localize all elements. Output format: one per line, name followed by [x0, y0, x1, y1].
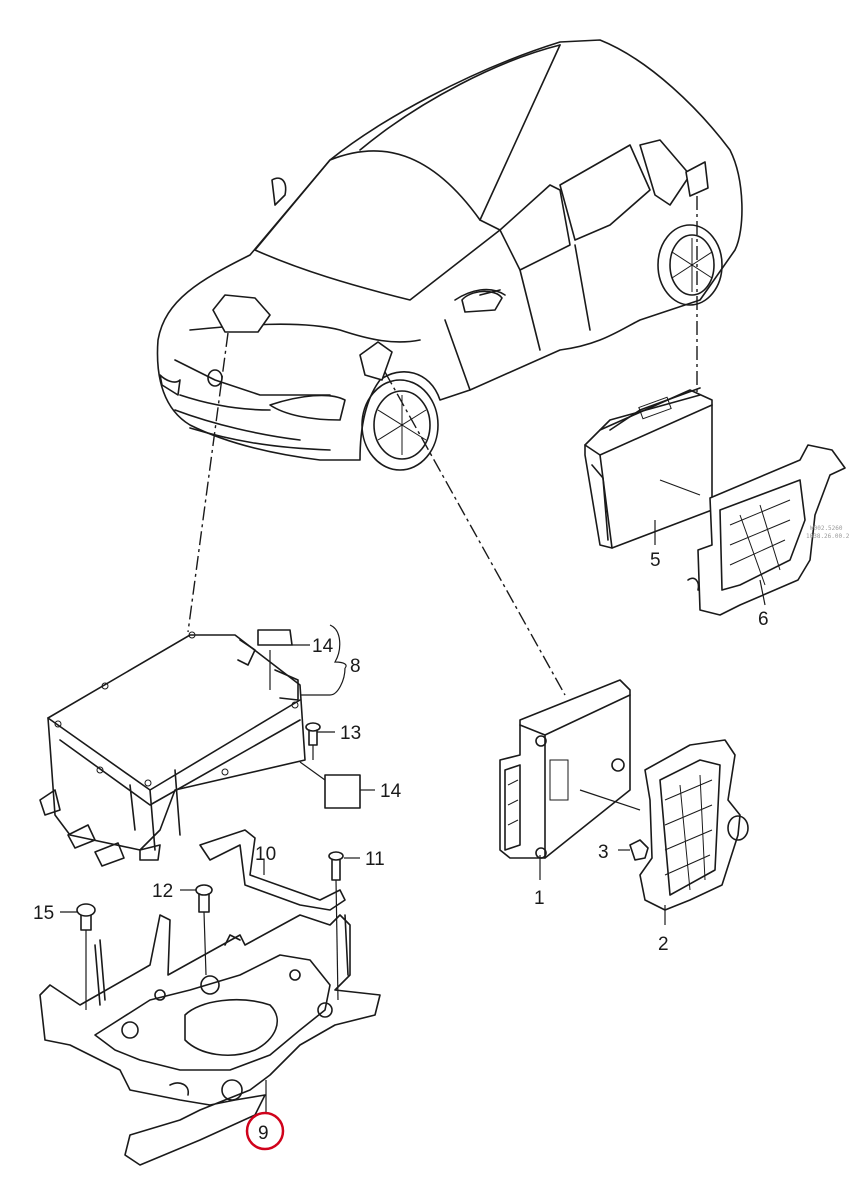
callout-3: 3: [598, 842, 609, 863]
part-12-bolt: [195, 884, 213, 913]
svg-text:W002.5260: W002.5260: [810, 525, 843, 532]
part-9-mounting-plate: [39, 914, 381, 1166]
callout-15: 15: [33, 903, 54, 924]
callout-labels: 1 2 3 5 6 8 9 10 11 12 13 14 14 15: [33, 550, 769, 1151]
car-location-marker-front: [212, 294, 271, 333]
callout-5: 5: [650, 550, 661, 571]
car-location-marker-rear: [685, 161, 709, 197]
callout-14-side: 14: [380, 781, 402, 802]
part-6-bracket: W002.5260 1038.26.00.2: [687, 444, 850, 616]
callout-1: 1: [534, 888, 545, 909]
car-location-marker-side: [359, 341, 393, 381]
part-11-bolt: [328, 851, 344, 881]
callout-9: 9: [258, 1123, 269, 1144]
callout-12: 12: [152, 881, 173, 902]
part-3-screw: [629, 839, 649, 861]
part-8-charger-unit: [39, 631, 306, 867]
callout-2: 2: [658, 934, 669, 955]
part-14-label-side: [324, 774, 361, 809]
callout-13: 13: [340, 723, 361, 744]
part-10-strap: [199, 829, 346, 911]
part-15-bolt: [76, 903, 96, 931]
leader-lines: [60, 479, 766, 1112]
callout-14-top: 14: [312, 636, 334, 657]
part-2-bracket: [639, 739, 749, 911]
callout-9-highlight-ring: [245, 1111, 285, 1151]
callout-8: 8: [350, 656, 361, 677]
callout-6: 6: [758, 609, 769, 630]
car-illustration: [156, 39, 743, 471]
part-14-label-top: [257, 629, 293, 646]
callout-10: 10: [255, 844, 276, 865]
location-lines: [187, 196, 698, 696]
part-1-ecu: [499, 679, 631, 859]
part-13-bolt: [305, 722, 321, 746]
part-5-control-module: [584, 387, 713, 549]
svg-text:1038.26.00.2: 1038.26.00.2: [806, 533, 850, 540]
callout-11: 11: [365, 849, 385, 870]
